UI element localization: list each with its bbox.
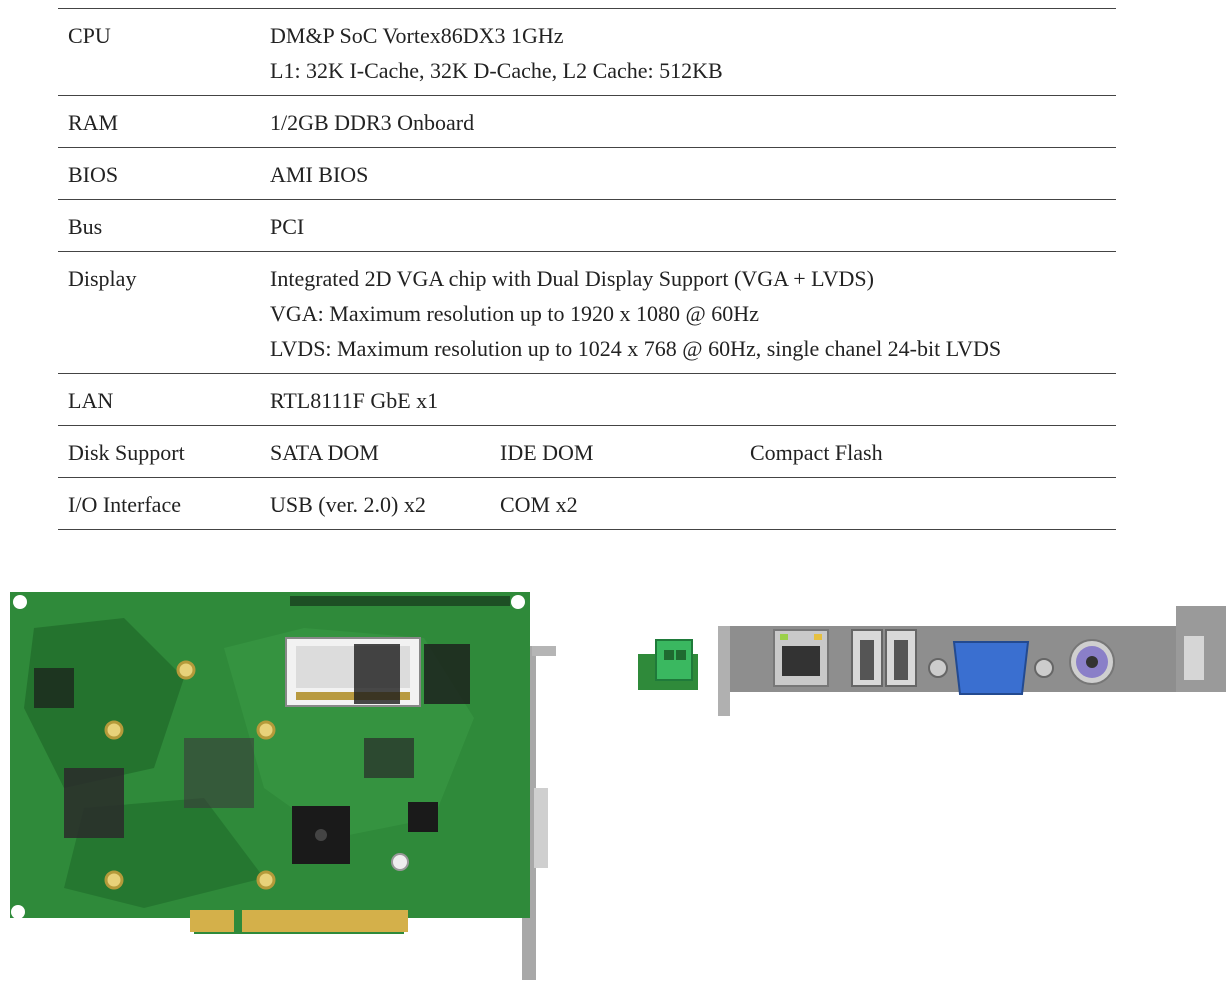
cpu-line-1: DM&P SoC Vortex86DX3 1GHz	[270, 23, 564, 48]
spec-value-disk: SATA DOM IDE DOM Compact Flash	[260, 425, 1116, 478]
display-line-3: LVDS: Maximum resolution up to 1024 x 76…	[270, 336, 1002, 361]
bracket-photo	[638, 606, 1226, 716]
spec-label-bus: Bus	[58, 199, 260, 252]
spec-row-display: Display Integrated 2D VGA chip with Dual…	[58, 251, 1116, 374]
spec-value-display: Integrated 2D VGA chip with Dual Display…	[260, 251, 1116, 374]
spec-row-cpu: CPU DM&P SoC Vortex86DX3 1GHz L1: 32K I-…	[58, 8, 1116, 96]
io-item-com: COM x2	[500, 492, 578, 517]
spec-label-bios: BIOS	[58, 147, 260, 200]
spec-row-bios: BIOS AMI BIOS	[58, 147, 1116, 200]
spec-row-lan: LAN RTL8111F GbE x1	[58, 373, 1116, 426]
disk-item-compact-flash: Compact Flash	[750, 440, 883, 465]
spec-row-disk: Disk Support SATA DOM IDE DOM Compact Flas…	[58, 425, 1116, 478]
spec-value-bus: PCI	[260, 199, 1116, 252]
disk-item-ide-dom: IDE DOM	[500, 440, 594, 465]
spec-row-io: I/O Interface USB (ver. 2.0) x2 COM x2	[58, 477, 1116, 530]
spec-label-cpu: CPU	[58, 8, 260, 96]
display-line-2: VGA: Maximum resolution up to 1920 x 108…	[270, 301, 759, 326]
display-line-1: Integrated 2D VGA chip with Dual Display…	[270, 266, 874, 291]
disk-item-sata-dom: SATA DOM	[270, 440, 379, 465]
spec-label-lan: LAN	[58, 373, 260, 426]
spec-label-disk: Disk Support	[58, 425, 260, 478]
spec-value-ram: 1/2GB DDR3 Onboard	[260, 95, 1116, 148]
io-item-usb: USB (ver. 2.0) x2	[270, 492, 426, 517]
spec-row-bus: Bus PCI	[58, 199, 1116, 252]
board-photo	[10, 592, 556, 980]
spec-value-bios: AMI BIOS	[260, 147, 1116, 200]
spec-value-io: USB (ver. 2.0) x2 COM x2	[260, 477, 1116, 530]
spec-value-lan: RTL8111F GbE x1	[260, 373, 1116, 426]
spec-label-display: Display	[58, 251, 260, 374]
spec-row-ram: RAM 1/2GB DDR3 Onboard	[58, 95, 1116, 148]
spec-table: CPU DM&P SoC Vortex86DX3 1GHz L1: 32K I-…	[58, 8, 1116, 530]
cpu-line-2: L1: 32K I-Cache, 32K D-Cache, L2 Cache: …	[270, 58, 723, 83]
spec-value-cpu: DM&P SoC Vortex86DX3 1GHz L1: 32K I-Cach…	[260, 8, 1116, 96]
spec-label-ram: RAM	[58, 95, 260, 148]
spec-label-io: I/O Interface	[58, 477, 260, 530]
